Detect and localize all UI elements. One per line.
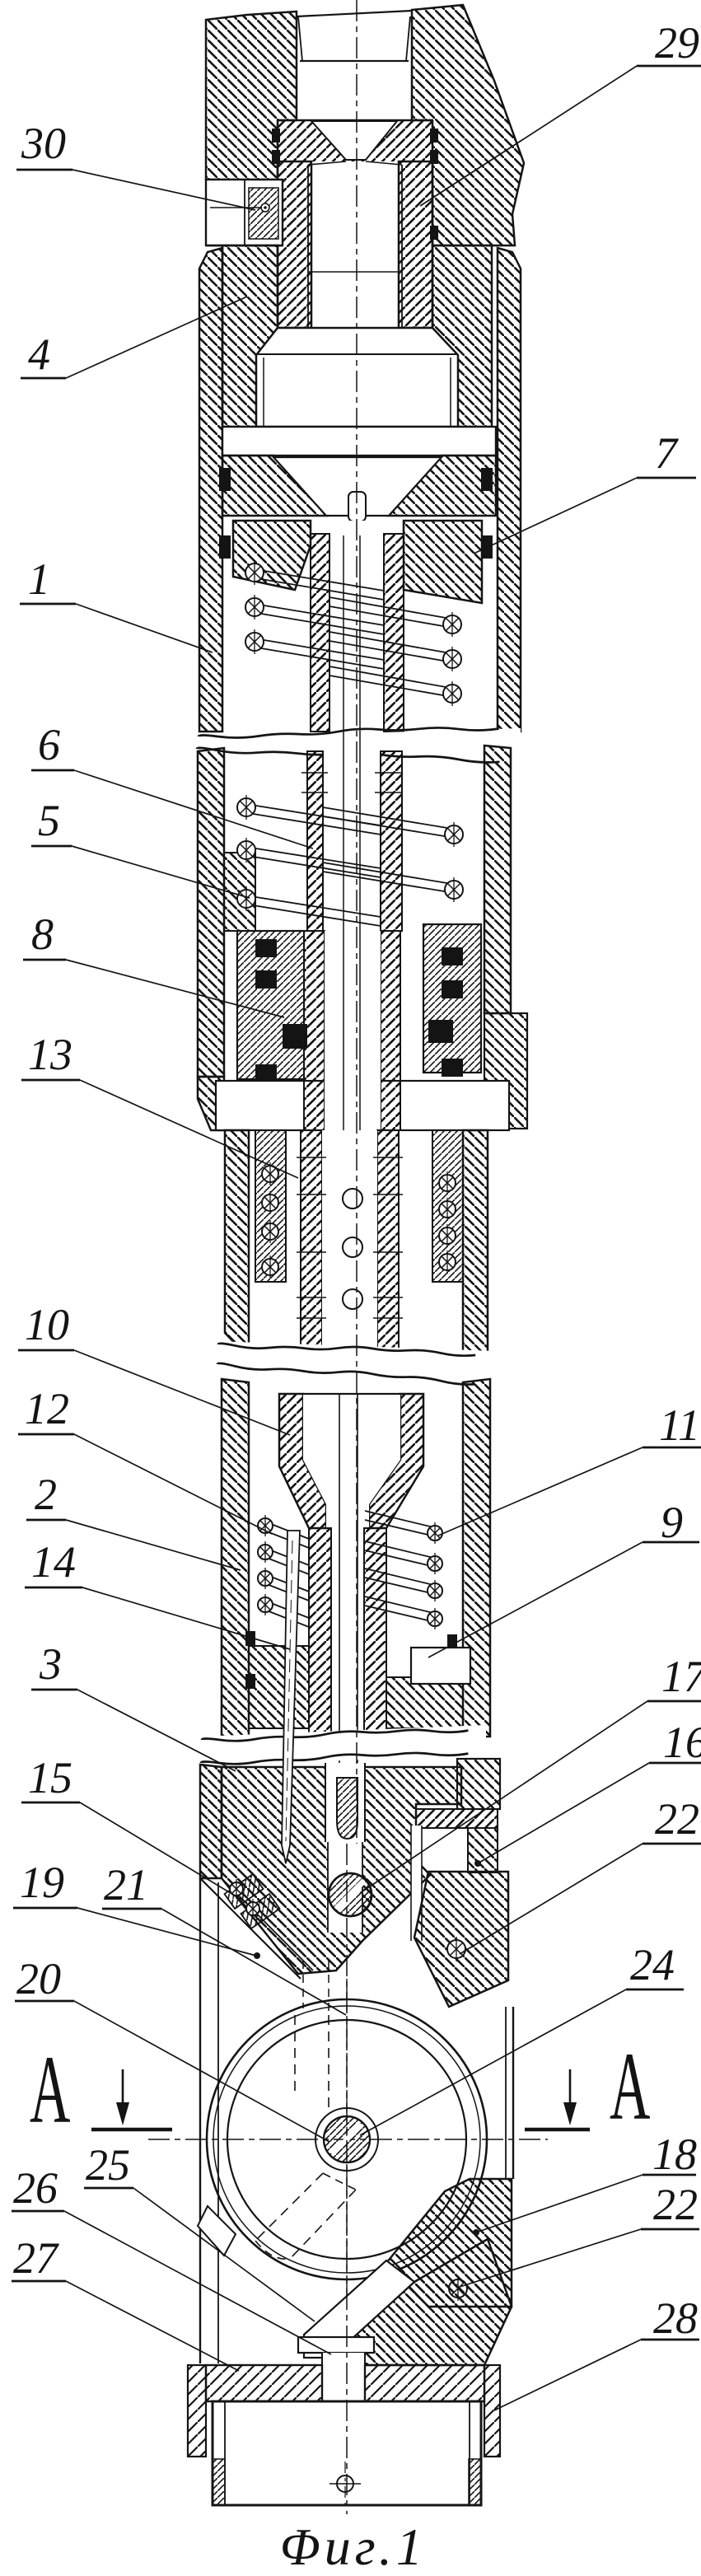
svg-text:27: 27: [13, 2233, 59, 2283]
svg-text:17: 17: [661, 1652, 701, 1701]
svg-text:19: 19: [20, 1858, 64, 1907]
svg-text:Φиг.1: Φиг.1: [280, 2518, 427, 2576]
svg-text:11: 11: [659, 1400, 700, 1450]
svg-text:22: 22: [655, 1794, 699, 1844]
svg-text:28: 28: [653, 2293, 698, 2343]
svg-text:A: A: [610, 2032, 650, 2140]
svg-text:5: 5: [38, 796, 60, 845]
svg-text:24: 24: [630, 1940, 675, 1989]
svg-text:7: 7: [655, 428, 679, 478]
svg-text:10: 10: [25, 1300, 69, 1349]
svg-text:16: 16: [663, 1718, 701, 1767]
svg-text:A: A: [30, 2036, 70, 2144]
svg-text:8: 8: [31, 909, 54, 959]
svg-text:9: 9: [661, 1498, 683, 1547]
svg-text:12: 12: [25, 1384, 69, 1433]
svg-text:29: 29: [655, 18, 699, 68]
svg-text:30: 30: [21, 119, 66, 168]
svg-text:2: 2: [35, 1470, 57, 1519]
svg-text:26: 26: [13, 2163, 58, 2213]
svg-text:18: 18: [652, 2130, 697, 2179]
svg-text:6: 6: [38, 720, 60, 769]
svg-text:20: 20: [16, 1954, 61, 2003]
svg-text:13: 13: [28, 1030, 72, 1079]
svg-text:21: 21: [104, 1860, 148, 1910]
svg-text:25: 25: [86, 2140, 130, 2190]
svg-text:3: 3: [39, 1639, 62, 1689]
svg-text:1: 1: [28, 554, 50, 604]
svg-text:14: 14: [31, 1537, 76, 1587]
svg-text:22: 22: [653, 2180, 698, 2229]
svg-text:15: 15: [28, 1753, 72, 1802]
svg-text:4: 4: [28, 330, 50, 379]
